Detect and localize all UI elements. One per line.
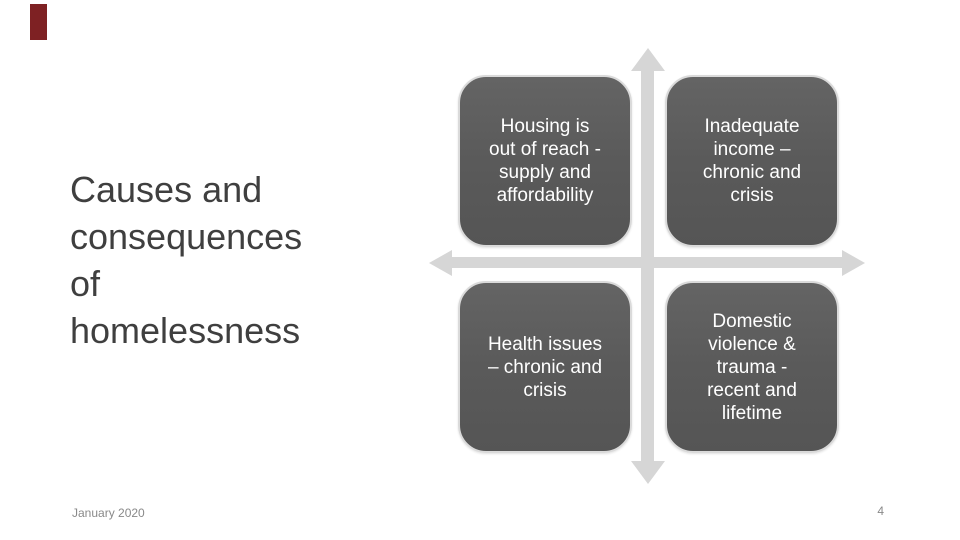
axis-arrow-down-icon [631, 461, 665, 484]
horizontal-axis-shaft [450, 257, 844, 268]
accent-bar [30, 4, 47, 40]
footer-date: January 2020 [72, 506, 145, 520]
quadrant-housing: Housing is out of reach - supply and aff… [458, 75, 632, 247]
page-number: 4 [877, 504, 884, 518]
axis-arrow-left-icon [429, 250, 452, 276]
axis-arrow-right-icon [842, 250, 865, 276]
axis-arrow-up-icon [631, 48, 665, 71]
quadrant-health: Health issues – chronic and crisis [458, 281, 632, 453]
quadrant-domestic-violence: Domestic violence & trauma - recent and … [665, 281, 839, 453]
quadrant-income: Inadequate income – chronic and crisis [665, 75, 839, 247]
slide-title: Causes and consequences of homelessness [70, 169, 303, 351]
